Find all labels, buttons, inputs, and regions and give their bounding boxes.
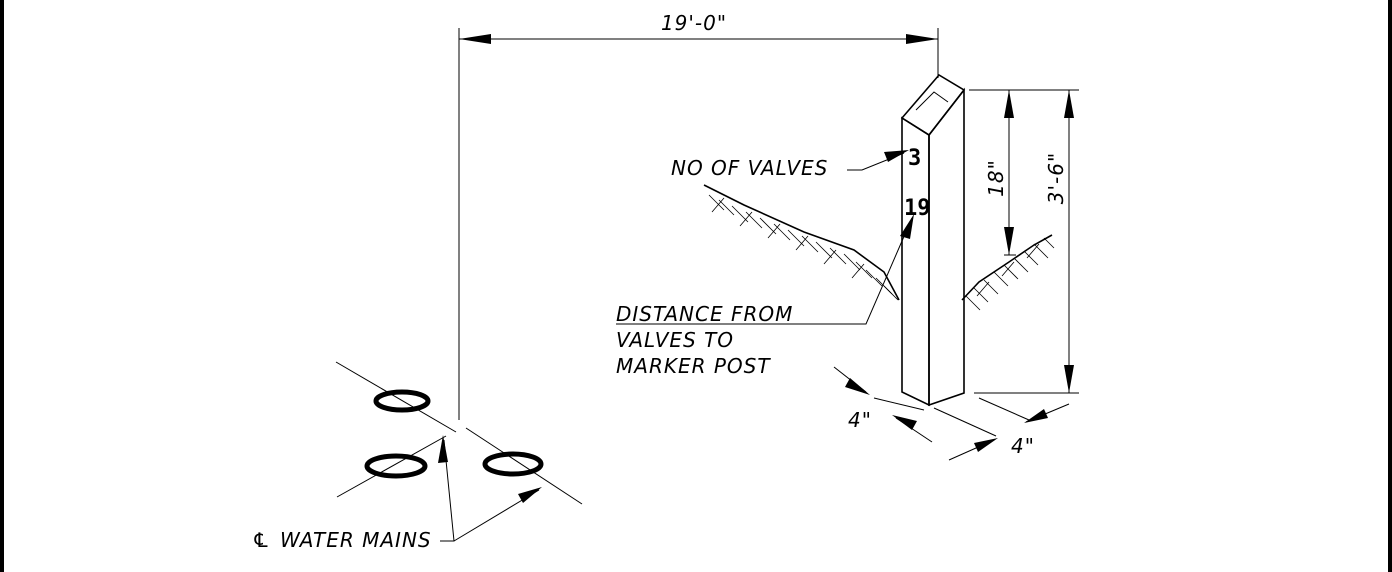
front-width-extension xyxy=(873,397,925,411)
water-main-pipe-right xyxy=(482,451,544,477)
side-width-lower-arrow xyxy=(974,438,998,452)
exposed-height-label: 18" xyxy=(984,159,1008,197)
exposed-height-top-arrow xyxy=(1004,90,1014,118)
exposed-height-bottom-arrow xyxy=(1004,227,1014,255)
side-width-extension xyxy=(933,407,997,437)
valve-count-marking: 3 xyxy=(908,146,921,171)
right-arrowhead xyxy=(906,34,938,44)
no-of-valves-arrowhead xyxy=(884,150,909,162)
marker-post-detail-drawing: 19'-0" xyxy=(252,11,1079,552)
water-mains: ℄ WATER MAINS xyxy=(252,361,583,552)
overall-dimension: 19'-0" xyxy=(458,11,939,420)
post-top-face xyxy=(900,73,966,137)
front-width-label: 4" xyxy=(848,408,872,432)
distance-label-line3: MARKER POST xyxy=(616,354,771,378)
marker-post: 3 19 xyxy=(900,73,966,407)
water-main-pipe-top xyxy=(373,389,431,413)
ground-hatch-left xyxy=(708,194,899,301)
main-centerline-top xyxy=(335,361,457,433)
side-width-upper-arrow xyxy=(1024,409,1048,423)
post-top-chevron xyxy=(915,91,949,111)
distance-label-line1: DISTANCE FROM xyxy=(616,302,793,326)
water-mains-arrow-left xyxy=(438,435,448,463)
height-dimensions: 18" 3'-6" xyxy=(969,89,1079,394)
ground-section xyxy=(703,184,1055,311)
overall-distance-label: 19'-0" xyxy=(661,11,727,35)
ground-hatch-right xyxy=(965,237,1055,311)
front-width-lower-arrow xyxy=(892,415,917,430)
water-mains-arrow-right xyxy=(518,487,542,503)
total-height-label: 3'-6" xyxy=(1044,152,1068,204)
water-mains-label: WATER MAINS xyxy=(280,528,432,552)
main-centerline-right xyxy=(465,427,583,505)
side-width-upper-extension xyxy=(978,397,1030,421)
ground-line-right xyxy=(961,234,1053,301)
ground-line-left xyxy=(703,184,900,301)
distance-leader xyxy=(804,217,913,325)
distance-label-line2: VALVES TO xyxy=(616,328,734,352)
side-width-label: 4" xyxy=(1011,434,1035,458)
width-dimensions: 4" 4" xyxy=(833,366,1070,461)
distance-marking: 19 xyxy=(904,196,931,221)
post-side-face xyxy=(928,87,965,407)
no-of-valves-callout: NO OF VALVES xyxy=(671,150,909,180)
distance-callout: DISTANCE FROM VALVES TO MARKER POST xyxy=(616,214,914,378)
total-height-bottom-arrow xyxy=(1064,365,1074,393)
total-height-top-arrow xyxy=(1064,90,1074,118)
centerline-symbol: ℄ xyxy=(252,528,271,552)
main-centerline-left xyxy=(336,435,447,498)
no-of-valves-label: NO OF VALVES xyxy=(671,156,828,180)
front-width-upper-arrow xyxy=(845,378,870,395)
distance-arrowhead xyxy=(900,214,914,239)
water-main-pipe-left xyxy=(364,453,428,479)
left-arrowhead xyxy=(459,34,491,44)
